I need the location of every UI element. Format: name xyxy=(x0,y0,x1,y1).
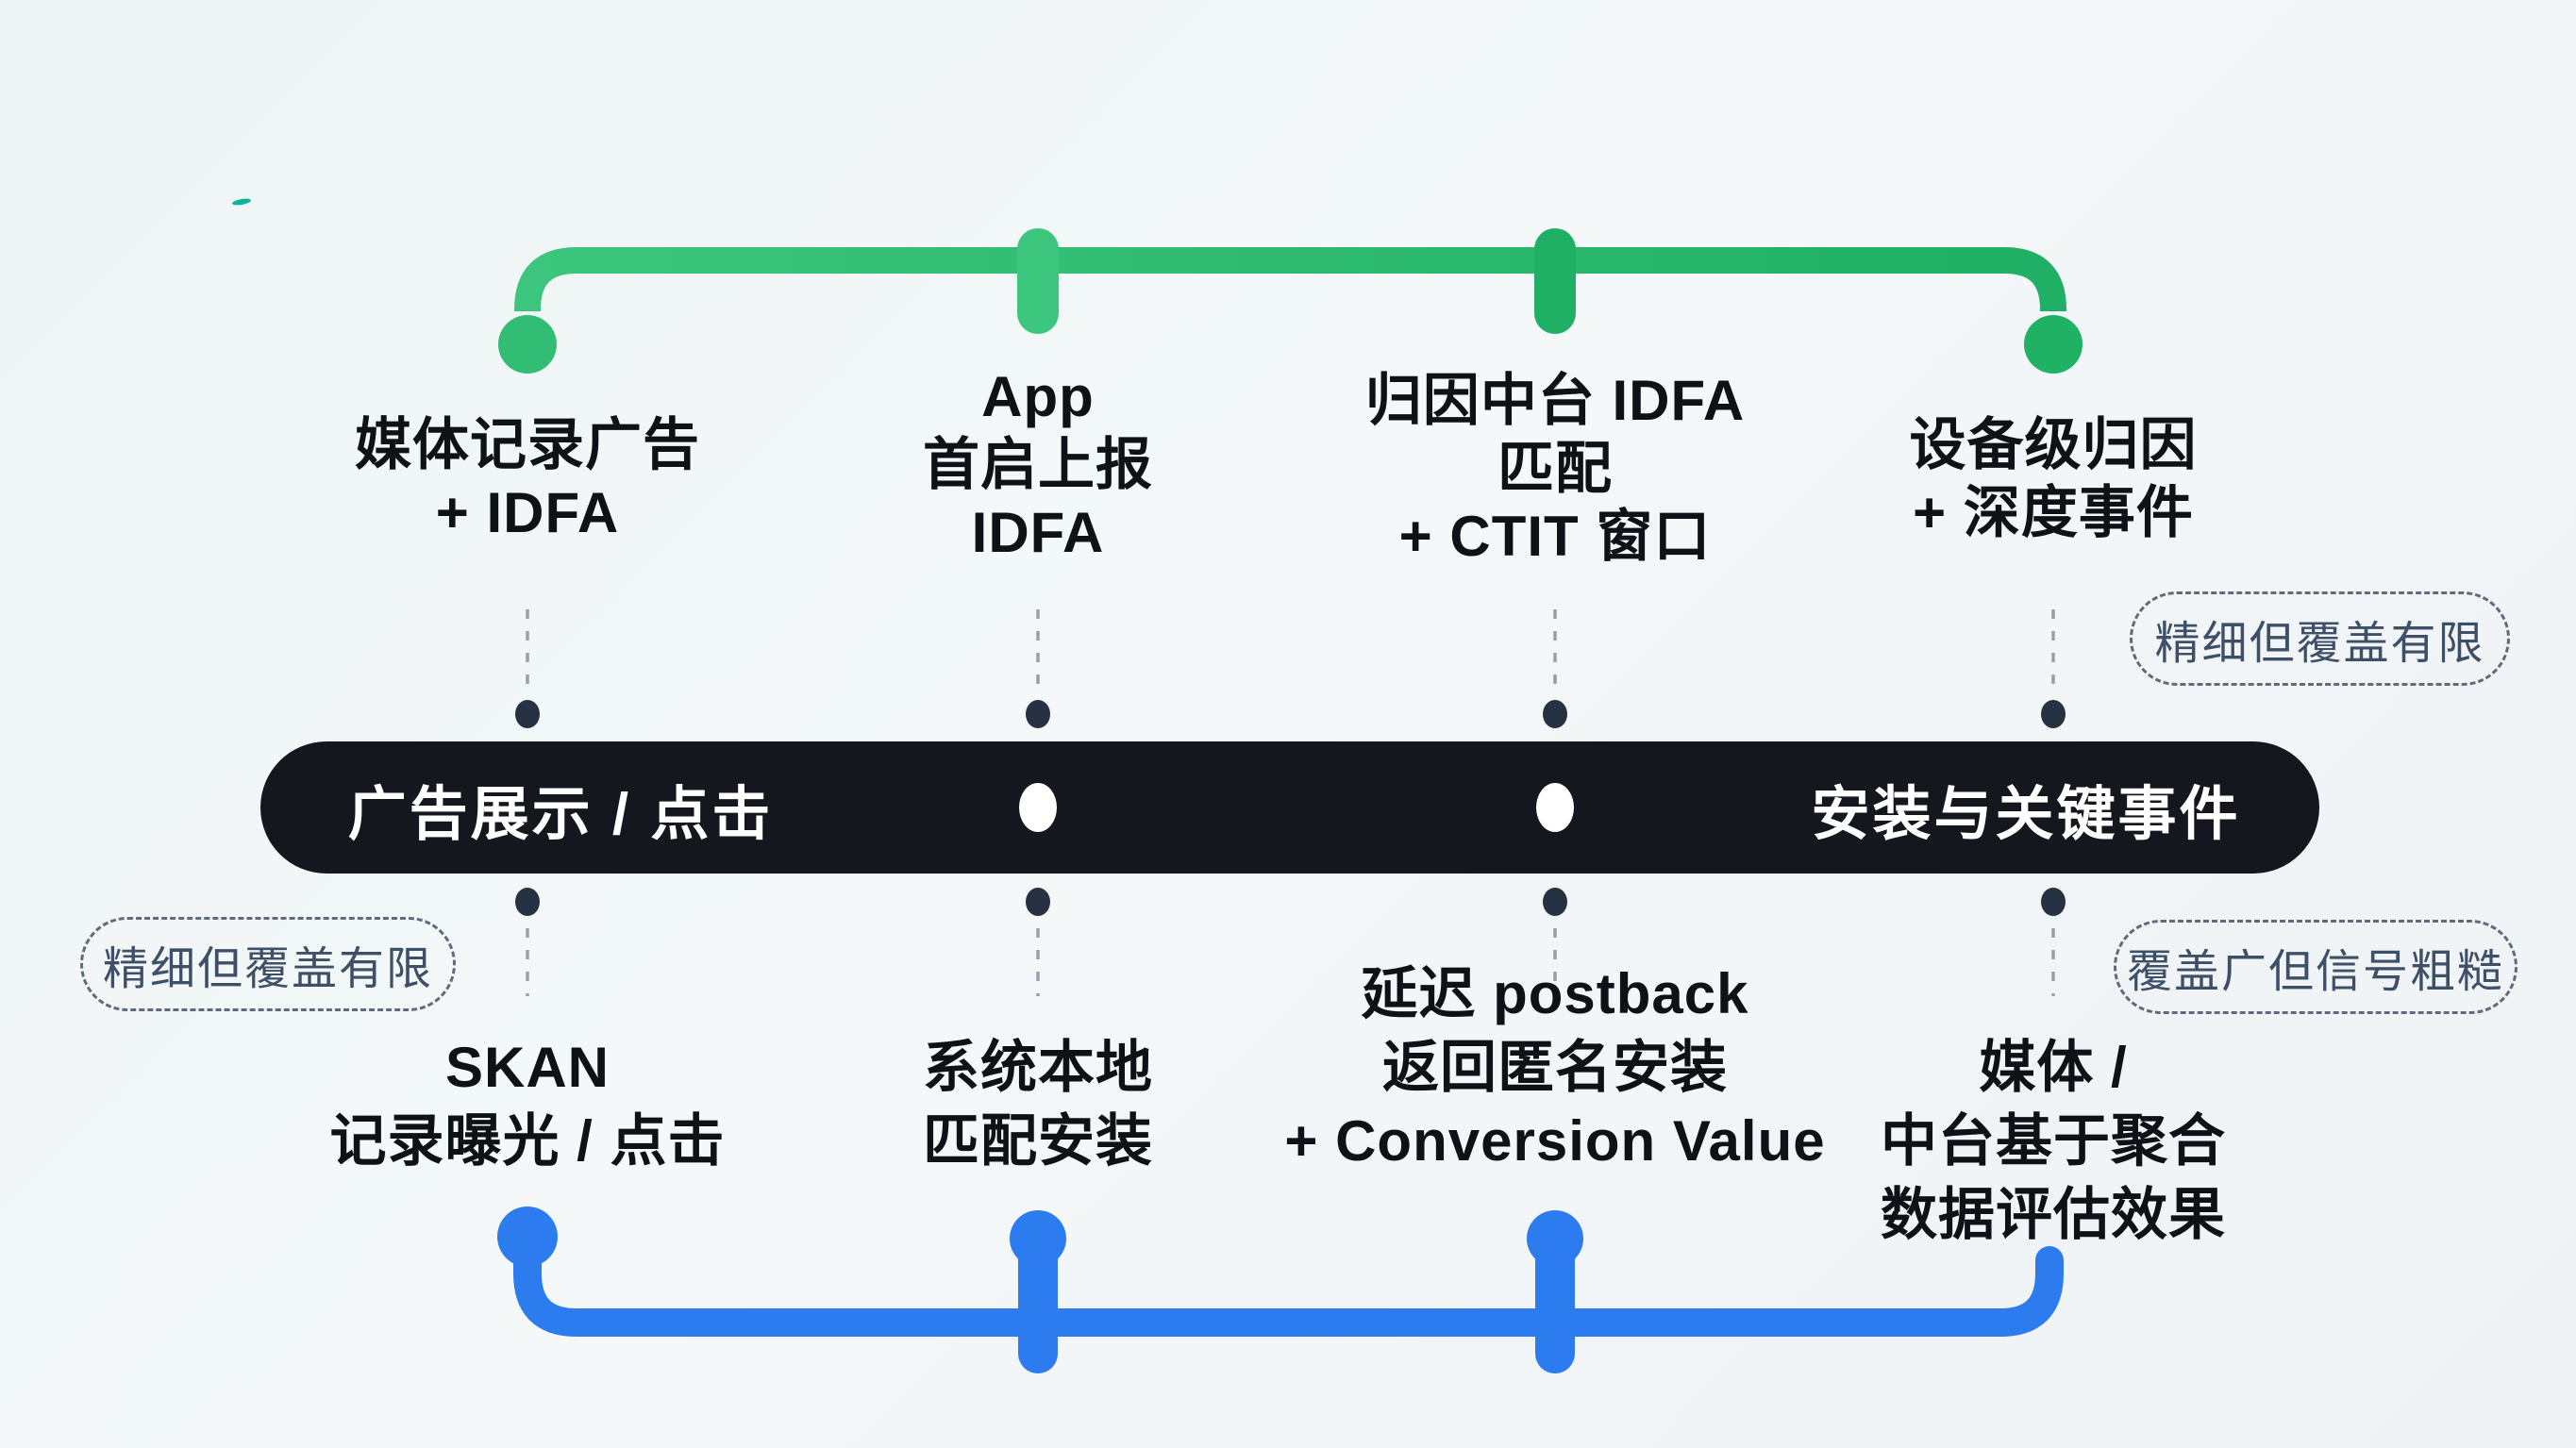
dark-dot-top-col4 xyxy=(2041,700,2066,728)
bar-label-install-key-events: 安装与关键事件 xyxy=(1811,782,2241,847)
bottom-label-skan-records: SKAN 记录曝光 / 点击 xyxy=(197,1031,858,1178)
badge-left-text: 精细但覆盖有限 xyxy=(102,944,433,994)
teal-tick-mark xyxy=(232,198,251,206)
main-timeline-bar xyxy=(260,741,2319,874)
bottom-label-col3-line3: + Conversion Value xyxy=(1284,1109,1826,1173)
bottom-label-delayed-postback: 延迟 postback 返回匿名安装 + Conversion Value xyxy=(1225,957,1885,1178)
blue-dot-left xyxy=(497,1207,558,1267)
badge-right-bottom-text: 覆盖广但信号粗糙 xyxy=(2126,947,2504,997)
green-stem-col2 xyxy=(1017,228,1059,334)
top-label-device-level-attribution: 设备级归因 + 深度事件 xyxy=(1723,411,2384,547)
bottom-label-aggregate-evaluation: 媒体 / 中台基于聚合 数据评估效果 xyxy=(1723,1031,2384,1252)
bottom-label-col2-line2: 匹配安装 xyxy=(923,1109,1153,1173)
top-label-col1-line2: + IDFA xyxy=(435,481,620,544)
dark-dot-top-col2 xyxy=(1026,700,1050,728)
blue-stems xyxy=(1010,1210,1583,1373)
white-dot-col2 xyxy=(1019,783,1057,832)
top-label-app-first-launch: App 首启上报 IDFA xyxy=(708,363,1368,567)
top-label-media-records-idfa: 媒体记录广告 + IDFA xyxy=(197,411,858,547)
blue-timeline-path xyxy=(513,1242,2064,1337)
top-dashed-connectors xyxy=(526,609,2055,689)
bar-label-ad-impression-click: 广告展示 / 点击 xyxy=(347,782,774,847)
blue-stem-col2 xyxy=(1018,1239,1058,1373)
dark-dot-bottom-col3 xyxy=(1543,888,1567,916)
top-label-col3-line3: + CTIT 窗口 xyxy=(1398,505,1712,568)
blue-stem-col3 xyxy=(1535,1239,1575,1373)
white-dot-col3 xyxy=(1536,783,1574,832)
bottom-label-col3-line1: 延迟 postback xyxy=(1361,962,1749,1025)
dark-dot-top-col1 xyxy=(515,700,540,728)
green-stem-col3 xyxy=(1534,228,1576,334)
dark-dot-top-col3 xyxy=(1543,700,1567,728)
top-label-col3-line1: 归因中台 IDFA xyxy=(1364,369,1746,432)
bottom-label-col4-line1: 媒体 / xyxy=(1979,1036,2128,1099)
bottom-dots xyxy=(515,888,2066,916)
top-label-col1-line1: 媒体记录广告 xyxy=(355,413,700,476)
top-label-col2-line3: IDFA xyxy=(971,501,1105,564)
top-label-col2-line1: App xyxy=(981,365,1095,428)
bottom-label-col4-line3: 数据评估效果 xyxy=(1881,1183,2226,1246)
green-dot-right xyxy=(2024,315,2083,374)
dark-dot-bottom-col2 xyxy=(1026,888,1050,916)
bottom-label-col2-line1: 系统本地 xyxy=(923,1036,1153,1099)
top-dots xyxy=(515,700,2066,728)
bottom-label-col4-line2: 中台基于聚合 xyxy=(1881,1109,2226,1173)
badge-broad-but-coarse-signal: 覆盖广但信号粗糙 xyxy=(2114,920,2517,1014)
green-timeline-path xyxy=(514,247,2066,311)
top-label-col2-line2: 首启上报 xyxy=(923,433,1153,496)
bottom-label-col3-line2: 返回匿名安装 xyxy=(1382,1036,1728,1099)
bottom-label-col1-line2: 记录曝光 / 点击 xyxy=(329,1109,726,1173)
dark-dot-bottom-col1 xyxy=(515,888,540,916)
badge-right-top-text: 精细但覆盖有限 xyxy=(2154,619,2485,669)
top-label-col4-line2: + 深度事件 xyxy=(1913,481,2194,544)
bottom-label-system-local-match: 系统本地 匹配安装 xyxy=(708,1031,1368,1178)
green-dot-left xyxy=(498,315,557,374)
top-label-attribution-platform-match: 归因中台 IDFA 匹配 + CTIT 窗口 xyxy=(1225,367,1885,571)
top-label-col3-line2: 匹配 xyxy=(1497,437,1613,500)
bottom-label-col1-line1: SKAN xyxy=(444,1036,610,1099)
dark-dot-bottom-col4 xyxy=(2041,888,2066,916)
top-label-col4-line1: 设备级归因 xyxy=(1909,413,2198,476)
badge-fine-but-limited-coverage-left: 精细但覆盖有限 xyxy=(80,917,456,1011)
badge-fine-but-limited-coverage-right: 精细但覆盖有限 xyxy=(2130,591,2510,686)
